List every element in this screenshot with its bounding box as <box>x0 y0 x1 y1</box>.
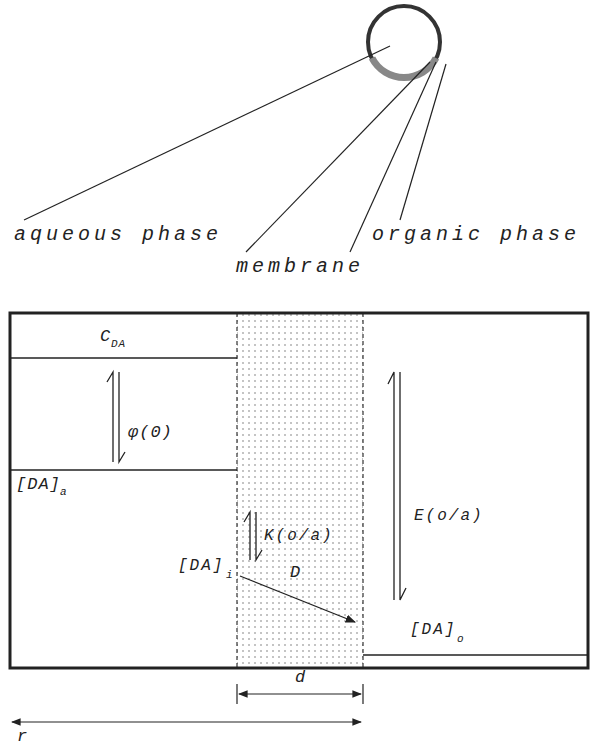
level-line <box>10 469 237 471</box>
diffusion-arrow <box>240 576 355 622</box>
subscript-label: DA <box>111 338 126 350</box>
membrane-border <box>362 313 363 668</box>
dimension-label: d <box>295 669 305 688</box>
constant-label: φ(0) <box>128 424 173 443</box>
droplet-membrane-arc <box>372 58 436 78</box>
phase-label: organic phase <box>372 224 580 246</box>
symbol-label: [DA] <box>178 558 224 576</box>
cell-box <box>10 313 588 668</box>
subscript-label: a <box>60 486 68 498</box>
constant-label: K(o/a) <box>264 528 334 546</box>
constant-label: E(o/a) <box>414 508 484 526</box>
membrane-dots <box>237 313 363 668</box>
dimension-label: r <box>17 728 27 747</box>
symbol-label: [DA] <box>16 476 61 495</box>
equilibrium-harpoon <box>400 372 406 600</box>
dimension-tick <box>236 684 237 704</box>
constant-label: D <box>290 564 300 583</box>
symbol-label: C <box>100 328 111 347</box>
phase-label: aqueous phase <box>14 224 222 246</box>
dimension-line <box>239 693 361 694</box>
dimension-line <box>12 721 361 722</box>
equilibrium-harpoon <box>388 372 394 600</box>
equilibrium-harpoon <box>256 512 262 560</box>
symbol-label: [DA] <box>410 622 456 640</box>
dimension-tick <box>362 684 363 704</box>
level-line <box>363 654 588 656</box>
equilibrium-harpoon <box>244 512 250 560</box>
membrane-border <box>236 313 237 668</box>
equilibrium-harpoon <box>107 372 113 462</box>
leader-line <box>400 64 446 220</box>
equilibrium-harpoon <box>119 372 125 462</box>
level-line <box>10 357 237 359</box>
subscript-label: o <box>457 633 464 645</box>
subscript-label: i <box>226 569 233 581</box>
phase-label: membrane <box>236 256 364 278</box>
leader-line <box>24 46 390 220</box>
droplet-circle <box>368 6 440 78</box>
